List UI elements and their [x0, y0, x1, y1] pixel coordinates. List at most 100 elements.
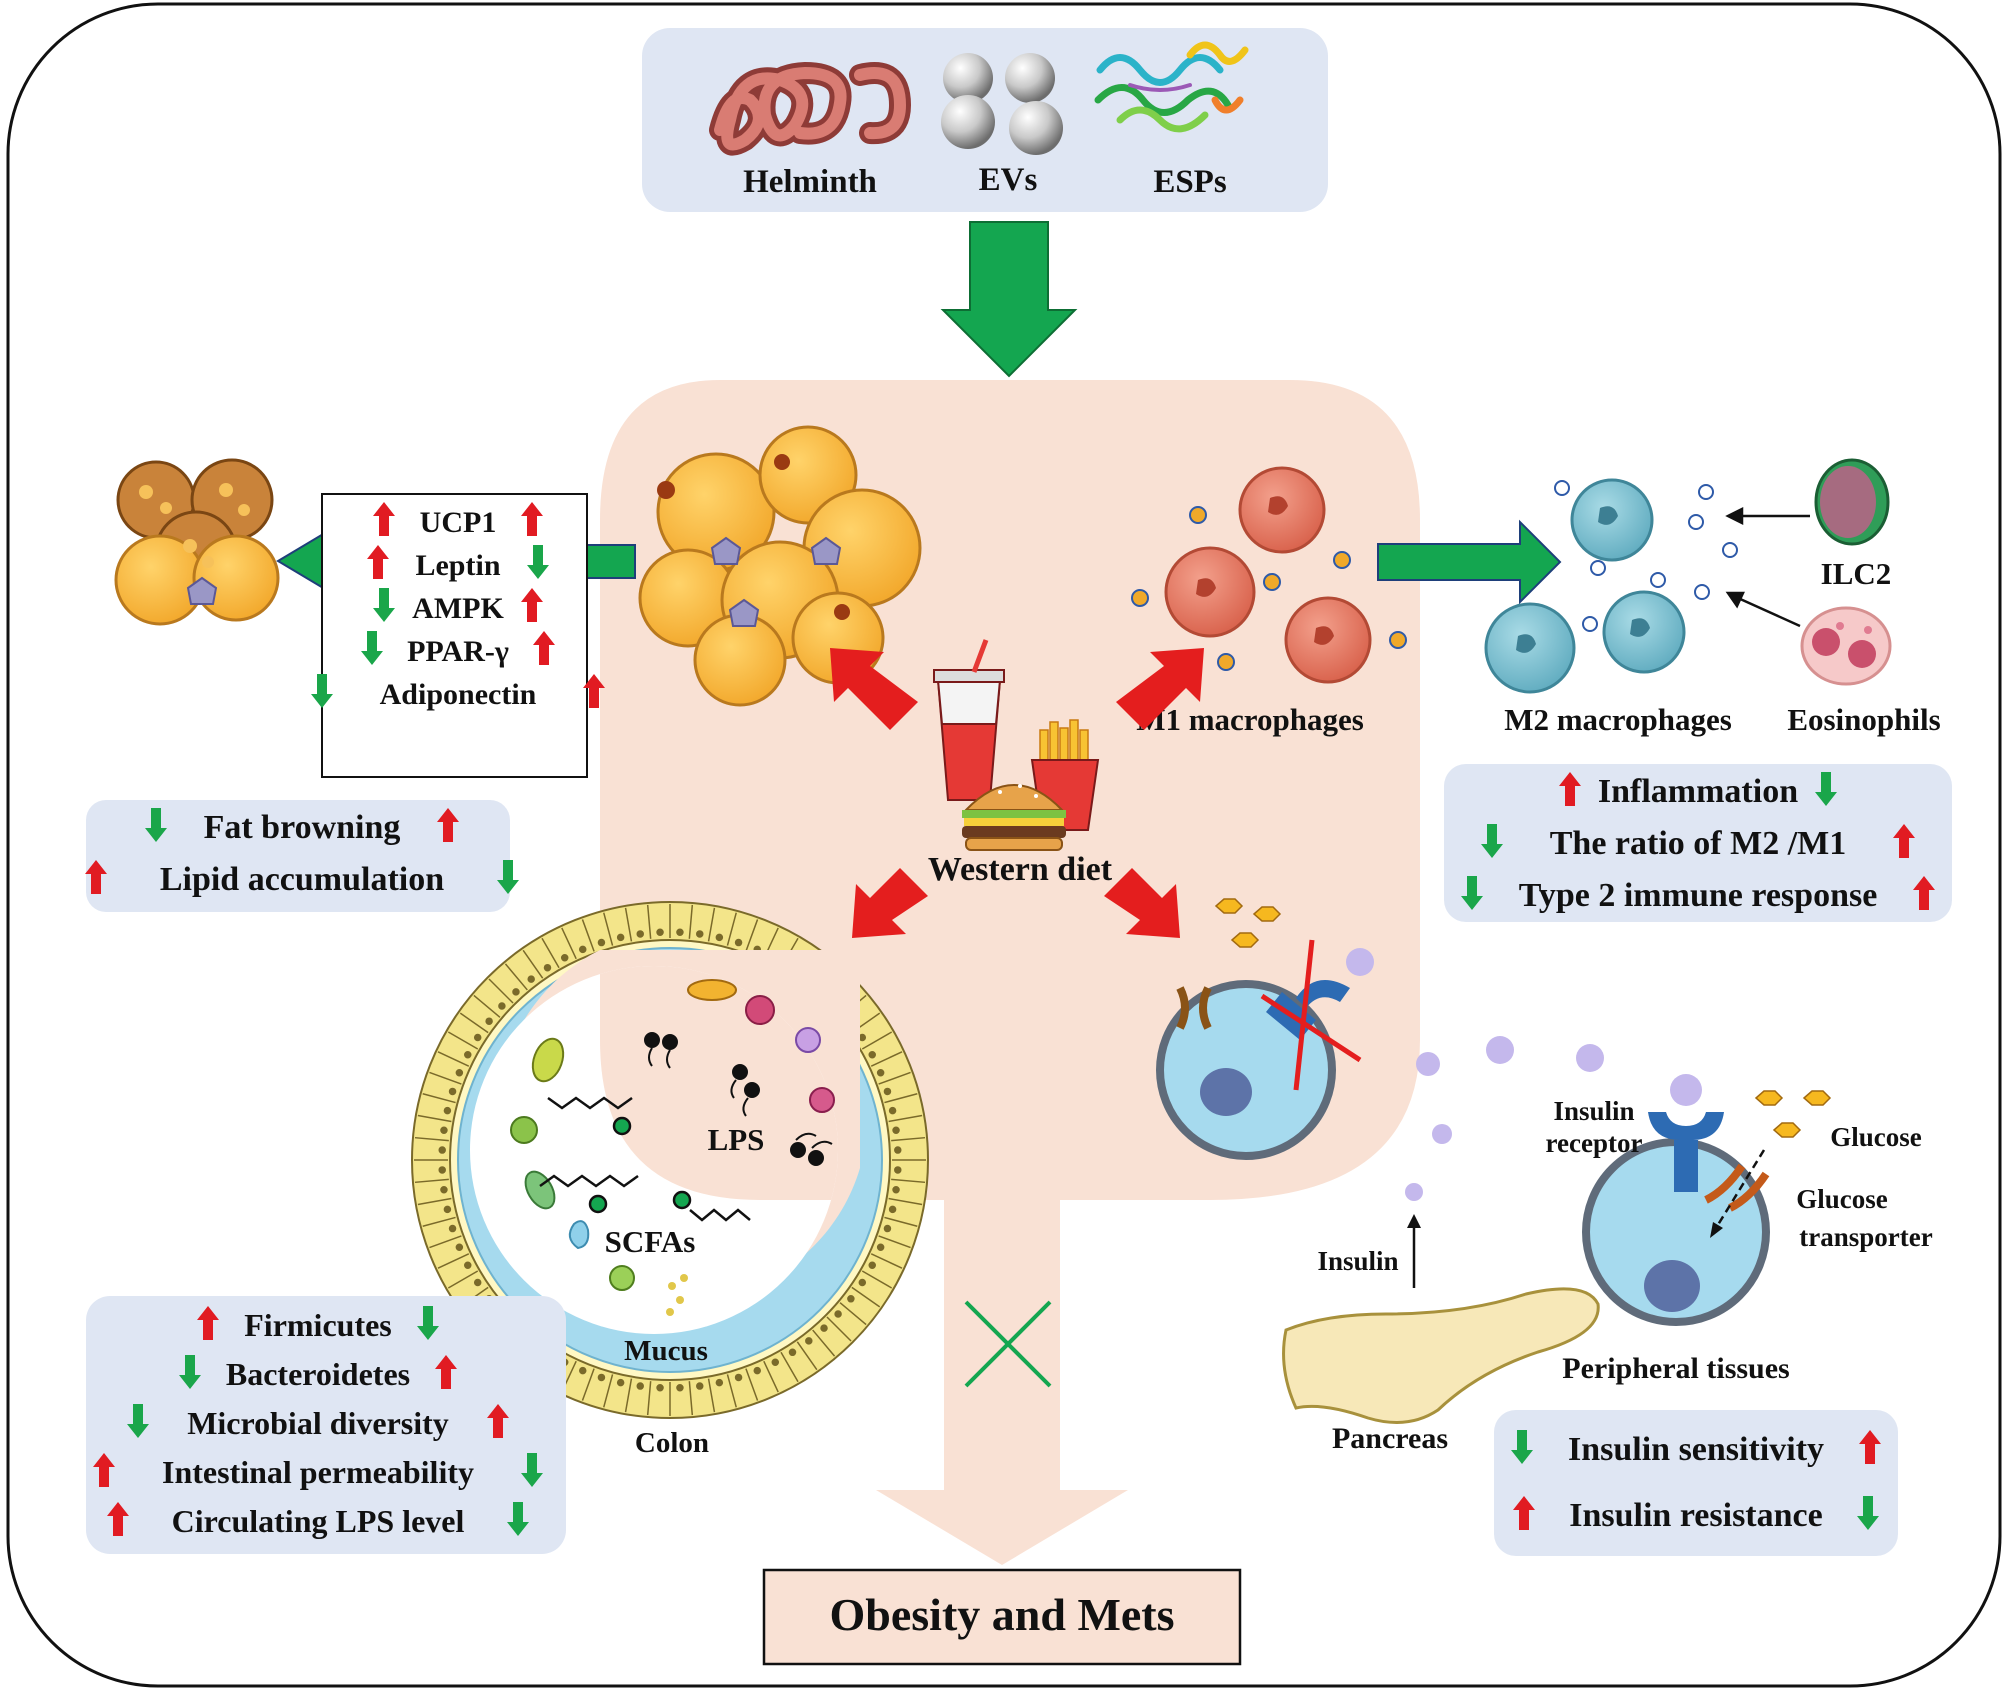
colon-villus-divider — [707, 907, 716, 942]
colon-villus-divider — [422, 1216, 456, 1227]
colon-villus-divider — [884, 1093, 918, 1104]
colon-villus-divider — [688, 904, 694, 939]
fat-panel — [86, 800, 510, 912]
peripheral-tissues-label: Peripheral tissues — [1562, 1352, 1789, 1385]
colon-cell-nucleus — [656, 928, 664, 936]
right-up-arrow-icon — [521, 588, 543, 622]
right-up-arrow-icon — [1913, 876, 1935, 910]
colon-cell-nucleus — [440, 1186, 448, 1194]
colon-cell-nucleus — [715, 933, 724, 942]
colon-villus-divider — [603, 912, 614, 946]
colon-cell-nucleus — [498, 1002, 506, 1010]
colon-cell-nucleus — [888, 1106, 897, 1115]
colon-cell-nucleus — [578, 945, 587, 954]
colon-cell-nucleus — [894, 1146, 902, 1154]
esps-label: ESPs — [1153, 164, 1227, 200]
colon-villus-divider — [861, 1031, 893, 1050]
outcome-label: Obesity and Mets — [830, 1589, 1175, 1640]
gut-panel-item: Bacteroidetes — [226, 1356, 410, 1392]
colon-villus-divider — [796, 1341, 818, 1371]
colon-cell-nucleus — [485, 1017, 493, 1025]
right-down-arrow-icon — [507, 1502, 529, 1536]
colon-villus-divider — [726, 912, 737, 946]
peripheral-tissue-cell-icon — [1582, 1074, 1832, 1326]
left-up-arrow-icon — [93, 1453, 115, 1487]
colon-cell-nucleus — [597, 938, 606, 947]
esp-protein-icon — [1094, 41, 1249, 133]
right-down-arrow-icon — [497, 860, 519, 894]
fat-panel-item: Lipid accumulation — [160, 861, 444, 898]
helminth-icon — [709, 61, 912, 156]
right-up-arrow-icon — [583, 674, 605, 708]
colon-villus-divider — [417, 1197, 452, 1206]
left-down-arrow-icon — [1481, 824, 1503, 858]
colon-villus-divider — [851, 1286, 881, 1308]
colon-villus-divider — [504, 963, 528, 991]
colon-cell-nucleus — [455, 1068, 464, 1077]
colon-cell-nucleus — [892, 1186, 900, 1194]
left-up-arrow-icon — [197, 1306, 219, 1340]
colon-cell-nucleus — [448, 1087, 457, 1096]
insulin-panel-item: Insulin resistance — [1569, 1497, 1822, 1534]
right-up-arrow-icon — [521, 502, 543, 536]
eosinophil-cell-icon — [1800, 606, 1892, 686]
colon-villus-divider — [522, 949, 544, 979]
m2-label: M2 macrophages — [1504, 702, 1732, 737]
adipose-list-item: UCP1 — [420, 506, 497, 539]
adipose-list-item: AMPK — [412, 592, 504, 625]
right-down-arrow-icon — [521, 1453, 543, 1487]
colon-cell-nucleus — [636, 1382, 644, 1390]
source-panel: Helminth EVs ESPs — [642, 28, 1328, 212]
colon-villus-divider — [780, 1351, 799, 1383]
right-up-arrow-icon — [437, 808, 459, 842]
colon-cell-nucleus — [443, 1106, 452, 1115]
red-arrows — [830, 648, 1204, 938]
colon-villus-divider — [688, 1381, 694, 1416]
colon-villus-divider — [561, 927, 577, 960]
ilc2-label: ILC2 — [1821, 556, 1892, 591]
insulin-receptor-label-1: Insulin — [1553, 1096, 1634, 1126]
colon-villus-divider — [488, 978, 514, 1004]
colon-villus-divider — [870, 1051, 903, 1067]
colon-cell-nucleus — [892, 1126, 900, 1134]
colon-villus-divider — [581, 1368, 595, 1401]
colon-villus-divider — [447, 1270, 479, 1289]
insulin-label: Insulin — [1317, 1246, 1398, 1276]
colon-cell-nucleus — [473, 1278, 482, 1287]
pancreas-icon — [1282, 1287, 1600, 1424]
adipose-list-item: PPAR-γ — [407, 635, 509, 668]
colon-cell-nucleus — [696, 930, 704, 938]
colon-cell-nucleus — [820, 1324, 828, 1332]
colon-villus-divider — [581, 919, 595, 952]
colon-cell-nucleus — [438, 1166, 446, 1174]
colon-cell-nucleus — [512, 988, 520, 996]
fast-food-icon — [933, 639, 1100, 851]
colon-villus-divider — [624, 907, 633, 942]
colon-cell-nucleus — [543, 963, 552, 972]
colon-villus-divider — [414, 1136, 449, 1142]
adipocyte-cluster-icon — [638, 425, 922, 707]
colon-villus-divider — [707, 1378, 716, 1413]
colon-villus-divider — [888, 1197, 923, 1206]
pancreas-label: Pancreas — [1332, 1422, 1448, 1455]
colon-villus-divider — [459, 1012, 489, 1034]
left-down-arrow-icon — [127, 1404, 149, 1438]
colon-cell-nucleus — [676, 928, 684, 936]
colon-villus-divider — [878, 1235, 911, 1249]
colon-cell-nucleus — [560, 954, 569, 962]
colon-cell-nucleus — [883, 1224, 892, 1233]
ilc2-cell-icon — [1814, 458, 1890, 546]
immune-signal-arrows — [1725, 506, 1810, 628]
right-up-arrow-icon — [533, 631, 555, 665]
colon-villus-divider — [891, 1178, 926, 1184]
right-down-arrow-icon — [1815, 772, 1837, 806]
right-down-arrow-icon — [527, 545, 549, 579]
left-down-arrow-icon — [145, 808, 167, 842]
lps-molecules-icon — [644, 1032, 833, 1166]
colon-cell-nucleus — [888, 1205, 897, 1214]
